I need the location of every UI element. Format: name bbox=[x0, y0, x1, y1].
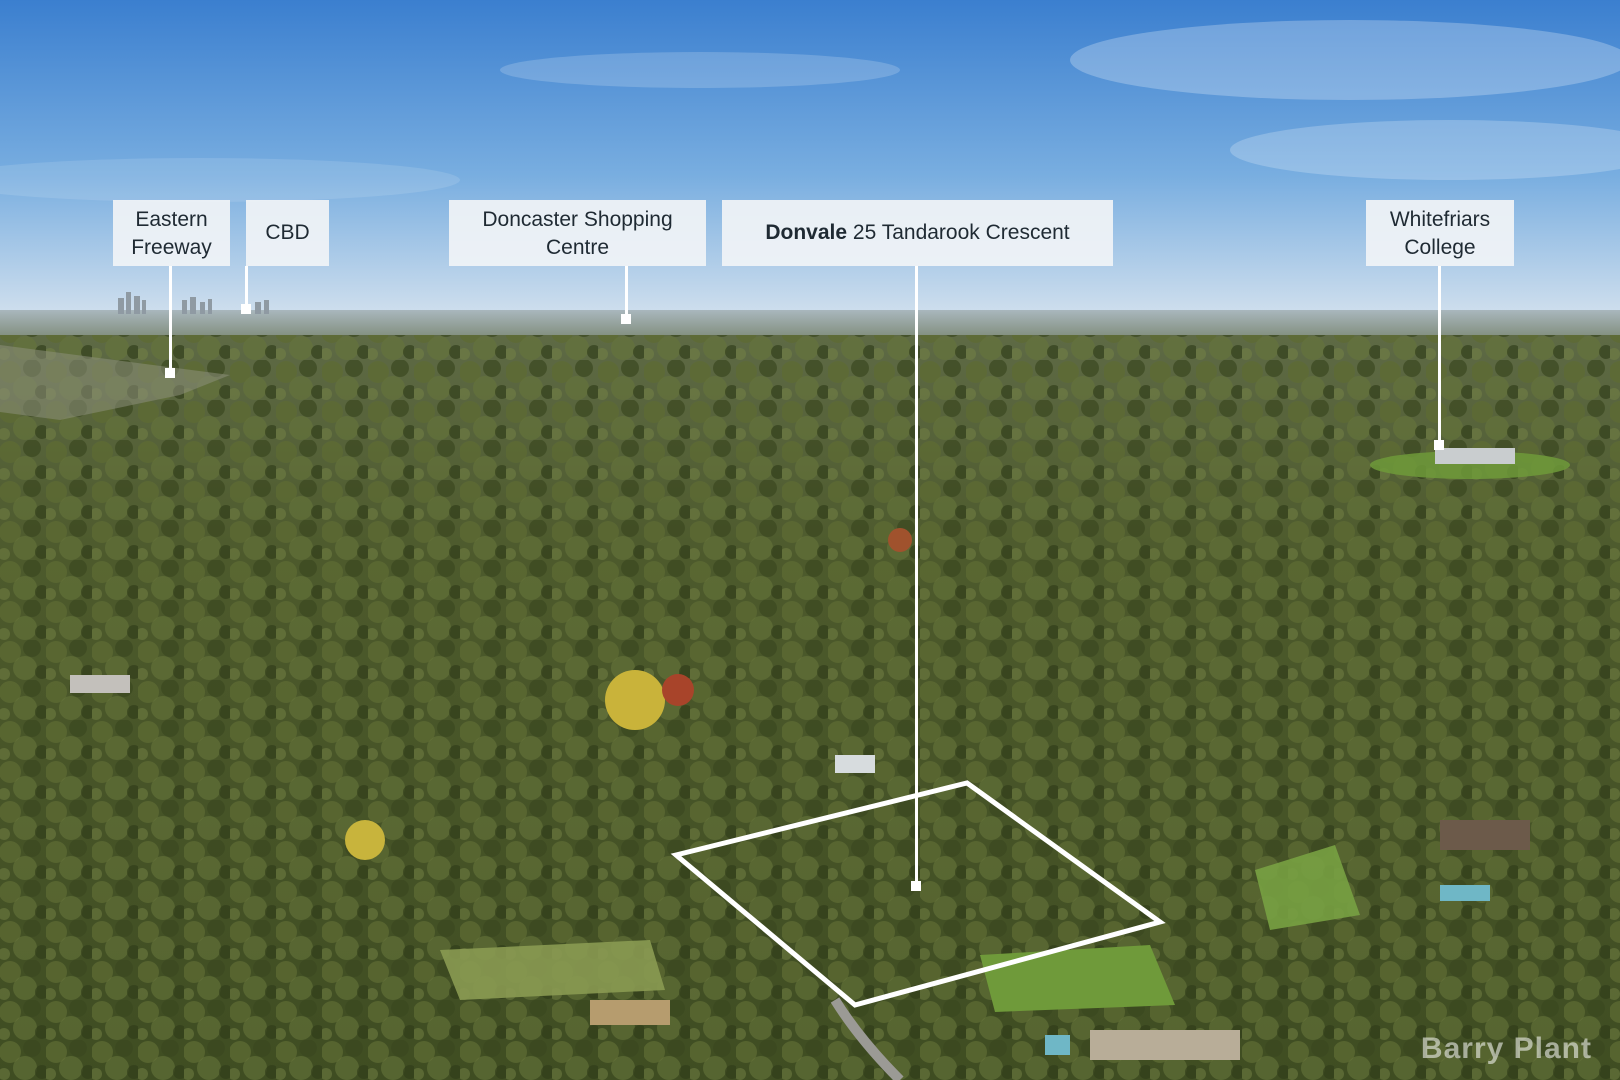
pool bbox=[1440, 885, 1490, 901]
cloud bbox=[1230, 120, 1620, 180]
autumn-tree bbox=[605, 670, 665, 730]
property-leader bbox=[915, 266, 918, 886]
property-address: 25 Tandarook Crescent bbox=[852, 221, 1070, 244]
house-roof bbox=[590, 1000, 670, 1025]
doncaster-line2: Centre bbox=[545, 236, 610, 259]
cbd-text: CBD bbox=[265, 221, 310, 244]
cbd-label: CBD bbox=[246, 200, 329, 266]
property-boundary bbox=[670, 780, 1166, 1008]
tree-canopy bbox=[0, 335, 1620, 1080]
doncaster-label: Doncaster Shopping Centre bbox=[449, 200, 706, 266]
cbd-leader bbox=[245, 266, 248, 309]
school-oval bbox=[1370, 451, 1570, 479]
whitefriars-marker bbox=[1434, 440, 1444, 450]
lawn bbox=[1255, 845, 1360, 930]
house-roof bbox=[70, 675, 130, 693]
cloud bbox=[500, 52, 900, 88]
property-marker bbox=[911, 881, 921, 891]
whitefriars-line1: Whitefriars bbox=[1389, 208, 1491, 231]
whitefriars-line2: College bbox=[1404, 236, 1476, 259]
autumn-tree bbox=[345, 820, 385, 860]
eastern-freeway-marker bbox=[165, 368, 175, 378]
pool bbox=[1045, 1035, 1070, 1055]
lawn bbox=[980, 945, 1175, 1012]
eastern-freeway-label: Eastern Freeway bbox=[113, 200, 230, 266]
autumn-tree bbox=[662, 674, 694, 706]
property-suburb: Donvale bbox=[765, 221, 848, 244]
autumn-tree bbox=[888, 528, 912, 552]
doncaster-line1: Doncaster Shopping bbox=[482, 208, 673, 231]
agency-watermark: Barry Plant bbox=[1420, 1032, 1592, 1065]
school-building bbox=[1435, 448, 1515, 464]
house-roof bbox=[835, 755, 875, 773]
whitefriars-label: Whitefriars College bbox=[1366, 200, 1514, 266]
cloud bbox=[1070, 20, 1620, 100]
house-roof bbox=[1090, 1030, 1240, 1060]
eastern-freeway-line1: Eastern bbox=[135, 208, 208, 231]
sky bbox=[0, 0, 1620, 320]
doncaster-marker bbox=[621, 314, 631, 324]
road bbox=[830, 997, 904, 1080]
cloud bbox=[0, 158, 460, 202]
cbd-skyline bbox=[118, 292, 269, 314]
eastern-freeway-leader bbox=[169, 266, 172, 372]
freeway-area bbox=[0, 345, 230, 420]
whitefriars-leader bbox=[1438, 266, 1441, 446]
property-label: Donvale 25 Tandarook Crescent bbox=[722, 200, 1113, 266]
house-roof bbox=[1440, 820, 1530, 850]
doncaster-leader bbox=[625, 266, 628, 318]
lawn bbox=[440, 940, 665, 1000]
eastern-freeway-line2: Freeway bbox=[131, 236, 212, 259]
cbd-marker bbox=[241, 304, 251, 314]
